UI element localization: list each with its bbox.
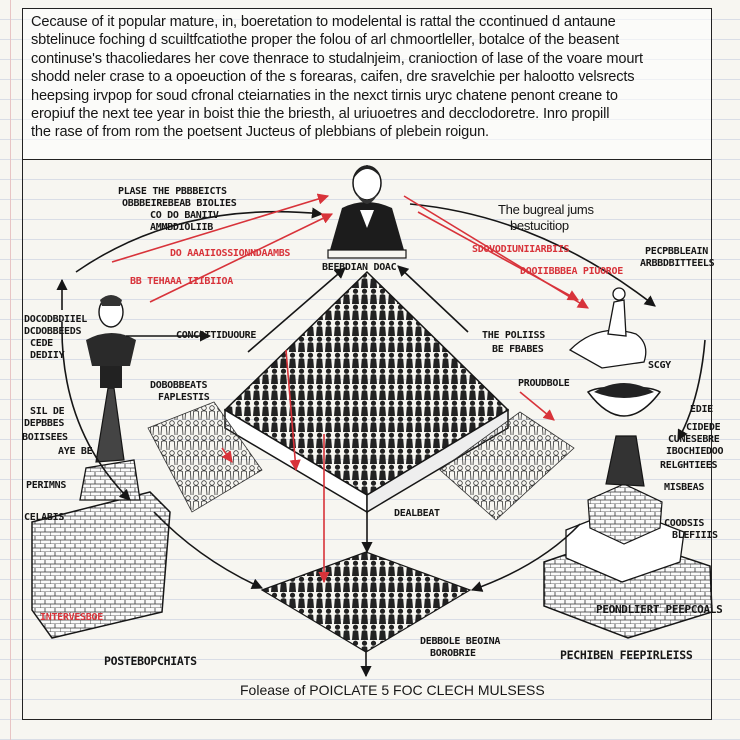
label-cootdsis-1: COODSIS: [664, 518, 705, 529]
left-column-4: DEDIIY: [30, 350, 65, 361]
red-label-top-right-a: SDOVODIUNIIARBIIS: [472, 244, 570, 255]
right-mid-5: RELGHTIEES: [660, 460, 718, 471]
left-mid-1: SIL DE: [30, 406, 65, 417]
red-label-top-left: DO AAAIIOSSIONNDAAMBS: [170, 248, 291, 259]
label-scgy: SCGY: [648, 360, 671, 371]
diagram-frame: [22, 160, 712, 720]
left-mid-2: DEPBBES: [24, 418, 65, 429]
right-mid-3: CUNESEBRE: [668, 434, 720, 445]
black-arrows: [56, 203, 706, 678]
bottom-crowd: [260, 551, 472, 653]
label-cootdsis-2: BLEFIIIS: [672, 530, 718, 541]
bottom-right-top-banner: PEONDLIERT PEEPCOALS: [596, 603, 723, 616]
bottom-right-banner: PECHIBEN FEEPIRLEISS: [560, 648, 693, 662]
top-right-caption-2: bestucitiop: [510, 218, 569, 233]
left-column-3: CEDE: [30, 338, 53, 349]
label-top-left-3: CO DO BANIIV: [150, 210, 219, 221]
label-aye-be: AYE BE: [58, 446, 93, 457]
right-mid-2: CIDEDE: [686, 422, 721, 433]
right-header-1: PECPBBLEAIN: [645, 246, 708, 257]
paragraph-line-1: Cecause of it popular mature, in, boeret…: [31, 14, 616, 30]
top-leader-figure: [327, 165, 407, 259]
bottom-left-banner: POSTEBOPCHIATS: [104, 654, 197, 668]
label-polises-1: THE POLIISS: [482, 330, 545, 341]
text-paragraph-box: Cecause of it popular mature, in, boeret…: [22, 8, 712, 160]
label-contemporary: CONCOTTIDUOURE: [176, 330, 257, 341]
label-proudole: PROUDBOLE: [518, 378, 570, 389]
left-column-1: DOCODBDIIEL: [24, 314, 87, 325]
paragraph-line-6: eropiuf the next tee year in boist thie …: [31, 106, 610, 123]
paragraph-line-3: continuse's thacoliedares her cove thenr…: [31, 50, 643, 67]
bottom-center-label-2: BOROBRIE: [430, 648, 476, 659]
right-tower: [543, 287, 713, 639]
left-column-2: DCDOBBEEDS: [24, 326, 82, 337]
central-pyramid: [223, 270, 510, 514]
right-mid-1: EDIE: [690, 404, 713, 415]
paragraph-line-2: sbtelinuce foching d scuiltfcatiothe pro…: [31, 32, 620, 49]
label-polises-2: BE FBABES: [492, 344, 544, 355]
bottom-center-label-1: DEBBOLE BEOINA: [420, 636, 501, 647]
right-crowd: [439, 411, 575, 521]
label-perimns: PERIMNS: [26, 480, 67, 491]
red-label-top-right-b: DOOIIBBBEA PIUOROE: [520, 266, 623, 277]
left-crowd: [147, 401, 263, 513]
label-dobbedats-2: FAPLESTIS: [158, 392, 210, 403]
label-top-left-4: AMMBDIOLIIB: [150, 222, 213, 233]
leader-caption: BEEBDIAN DOAC: [322, 262, 397, 273]
footer-caption: Folease of POICLATE 5 FOC CLECH MULSESS: [240, 682, 545, 698]
bottom-left-red-banner: INTERVESBOE: [40, 612, 103, 623]
label-cedabis: CELABIS: [24, 512, 65, 523]
red-arrows: [111, 193, 589, 584]
top-right-caption-1: The bugreal jums: [498, 202, 594, 217]
red-label-left: BB TEHAAA IIIBIIOA: [130, 276, 233, 287]
paragraph-line-5: heepsing irvpop for soud cfronal cteiarn…: [31, 87, 618, 104]
right-mid-4: IBOCHIEDOO: [666, 446, 724, 457]
notebook-margin-line: [10, 0, 11, 740]
right-header-2: ARBBDBITTEELS: [640, 258, 715, 269]
paragraph-line-7: the rase of from rom the poetsent Jucteu…: [31, 124, 489, 141]
paragraph-line-4: shodd neler crase to a opoeuction of the…: [31, 69, 635, 86]
label-dobbedats-1: DOBOBBEATS: [150, 380, 208, 391]
label-misbeas: MISBEAS: [664, 482, 705, 493]
label-top-left-2: OBBBEIREBEAB BIOLIES: [122, 198, 237, 209]
left-mid-3: BOIISEES: [22, 432, 68, 443]
label-dealbeat: DEALBEAT: [394, 508, 440, 519]
label-top-left-1: PLASE THE PBBBEICTS: [118, 186, 227, 197]
